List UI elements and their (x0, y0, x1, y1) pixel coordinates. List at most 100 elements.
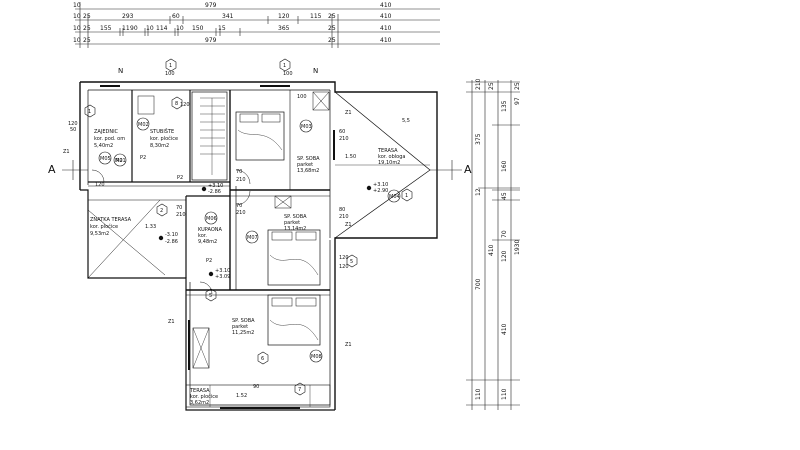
rdim-c2-7: 110 (501, 388, 508, 400)
dim-r3-10: 365 (278, 25, 290, 32)
dim-r3-8: 150 (192, 25, 204, 32)
rdim-c1-4: 110 (475, 388, 482, 400)
rdim-c2-3: 45 (501, 192, 508, 200)
room-tag-2: M03 (301, 124, 312, 130)
dim-r1-0: 10 (73, 2, 81, 9)
wall-mark-4: Z1 (345, 222, 352, 228)
dim-r3-9: 15 (218, 25, 226, 32)
dim-r1-1: 979 (205, 2, 217, 9)
opening-dim-5: 210 (236, 210, 246, 216)
dim-r2-0: 10 (73, 13, 81, 20)
circle-num-7: 6 (261, 356, 264, 362)
rdim-c2-6: 410 (501, 323, 508, 335)
dim-r3-4: 90 (130, 25, 138, 32)
rdim-c2-0: 25 (488, 82, 495, 90)
opening-dim-16: 1.33 (145, 224, 156, 230)
walls (79, 81, 438, 411)
room-8-detail: kor. pločice (190, 393, 218, 400)
dim-r3-12: 410 (380, 25, 392, 32)
circle-num-1: 1 (283, 63, 286, 69)
opening-dim-18: 5,5 (402, 118, 410, 124)
dim-r2-5: 120 (278, 13, 290, 20)
opening-dim-12: 120 (339, 255, 349, 261)
dim-r2-3: 60 (172, 13, 180, 20)
room-2-name: SP. SOBA (297, 156, 320, 162)
wall-mark-10: R2 (116, 158, 123, 164)
wall-mark-1: N (313, 67, 318, 75)
room-labels: ZAJEDNIC kor. pod. om 5,40m2 STUBIŠTE ko… (90, 128, 405, 406)
room-7-area: 11,25m2 (232, 330, 254, 336)
room-5-detail: kor. (198, 233, 207, 239)
circle-num-0: 1 (169, 63, 172, 69)
section-line (62, 160, 462, 180)
room-7-name: SP. SOBA (232, 318, 255, 324)
opening-dim-0: 120 (68, 121, 78, 127)
opening-dim-7: 210 (176, 212, 186, 218)
level-1: -2.86 (208, 189, 221, 195)
rdim-c1-0: 210 (475, 78, 482, 90)
wall-mark-6: Z1 (345, 342, 352, 348)
dim-r3-0: 10 (73, 25, 81, 32)
opening-dim-13: 120 (339, 264, 349, 270)
room-3-name: TERASA (377, 148, 398, 154)
rdim-c1-1: 375 (475, 133, 482, 145)
dim-r3-5: 10 (146, 25, 154, 32)
room-6-area: 13,14m2 (284, 226, 306, 232)
room-8-area: 3,62m2 (190, 400, 209, 406)
room-6-name: SP. SOBA (284, 214, 307, 220)
rdim-c1-3: 700 (475, 278, 482, 290)
dim-r4-2: 979 (205, 37, 217, 44)
rdim-c2-extra: 410 (488, 244, 495, 256)
room-tag-1: M02 (138, 122, 149, 128)
opening-dim-3: 210 (236, 177, 246, 183)
dim-r1-2: 410 (380, 2, 392, 9)
level-0: +3.10 (208, 183, 223, 189)
dim-r4-0: 10 (73, 37, 81, 44)
wall-mark-7: P2 (140, 155, 146, 161)
dim-r2-4: 341 (222, 13, 234, 20)
window-marks (84, 58, 413, 396)
room-0-area: 5,40m2 (94, 143, 113, 149)
circle-num-2: 1 (88, 109, 91, 115)
level-5: -2.86 (165, 239, 178, 245)
room-3-area: 19,10m2 (378, 160, 400, 166)
room-1-area: 8,30m2 (150, 143, 169, 149)
room-2-area: 13,68m2 (297, 168, 319, 174)
wall-mark-9: P2 (206, 258, 212, 264)
dim-r3-7: 10 (176, 25, 184, 32)
wall-mark-8: P2 (177, 175, 183, 181)
rdim-c3-1: 97 (514, 97, 521, 105)
opening-dim-23: 90 (253, 384, 259, 390)
wall-mark-0: N (118, 67, 123, 75)
dim-r2-8: 410 (380, 13, 392, 20)
room-8-name: TERASA (189, 388, 210, 394)
dim-r4-1: 25 (83, 37, 91, 44)
opening-dimensions: 120 50 70 210 70 210 70 210 60 210 80 21… (68, 71, 410, 399)
room-2-detail: parket (297, 162, 313, 168)
top-dimension-lines (75, 2, 440, 48)
level-4: -3.10 (165, 232, 178, 238)
wall-mark-3: Z1 (345, 110, 352, 116)
room-tag-0: M01 (115, 158, 126, 164)
dim-r2-2: 293 (122, 13, 134, 20)
room-5-area: 9,48m2 (198, 239, 217, 245)
dim-r2-6: 115 (310, 13, 322, 20)
opening-dim-1: 50 (70, 127, 76, 133)
section-label-right: A (464, 163, 472, 176)
rdim-c2-5: 120 (501, 250, 508, 262)
room-tag-6: M07 (247, 235, 258, 241)
level-marks (158, 185, 372, 277)
dim-r3-2: 155 (100, 25, 112, 32)
opening-dim-4: 70 (236, 203, 242, 209)
dim-r3-6: 114 (156, 25, 168, 32)
opening-dim-8: 60 (339, 129, 345, 135)
room-5-name: KUPAONA (198, 227, 223, 233)
dim-r2-1: 25 (83, 13, 91, 20)
room-1-name: STUBIŠTE (150, 128, 174, 135)
room-tag-4: M05 (100, 156, 111, 162)
rdim-c3-0: 25 (514, 82, 521, 90)
rdim-c1-2: 12 (475, 188, 482, 196)
level-7: +3.09 (215, 274, 230, 280)
rdim-c2-1: 135 (501, 100, 508, 112)
